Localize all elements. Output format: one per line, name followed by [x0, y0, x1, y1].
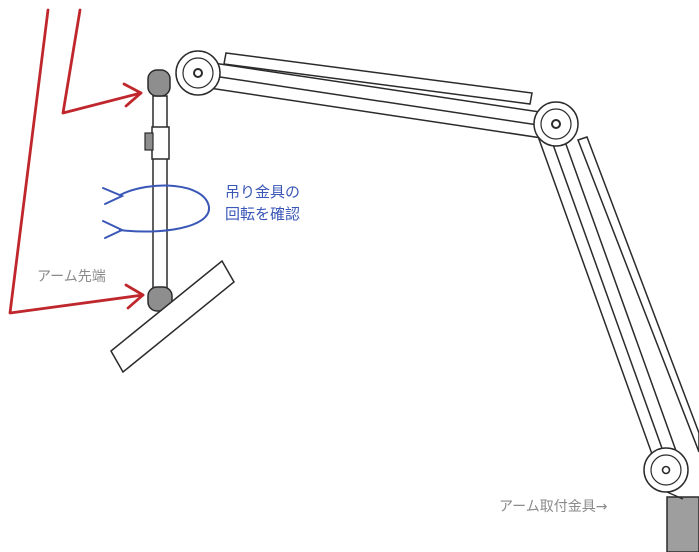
rotation-label-line1: 吊り金具の	[225, 183, 301, 201]
joint-middle	[533, 101, 579, 147]
hanging-rod	[144, 95, 170, 292]
arm-tip-label: アーム先端	[37, 269, 106, 285]
upper-arm	[195, 52, 561, 141]
pointer-arrow-icon	[8, 8, 145, 315]
rotation-arrow-icon	[102, 184, 211, 239]
joint-top-left	[175, 50, 221, 96]
lower-arm	[534, 121, 699, 469]
mount-plate	[110, 259, 235, 374]
rotation-label-line2: 回転を確認	[225, 205, 301, 223]
rod-cap-top	[147, 69, 171, 97]
mount-block	[666, 496, 699, 552]
mount-connector	[666, 491, 684, 500]
arm-mount-label: アーム取付金具→	[499, 499, 608, 515]
joint-bottom-right	[643, 447, 689, 493]
